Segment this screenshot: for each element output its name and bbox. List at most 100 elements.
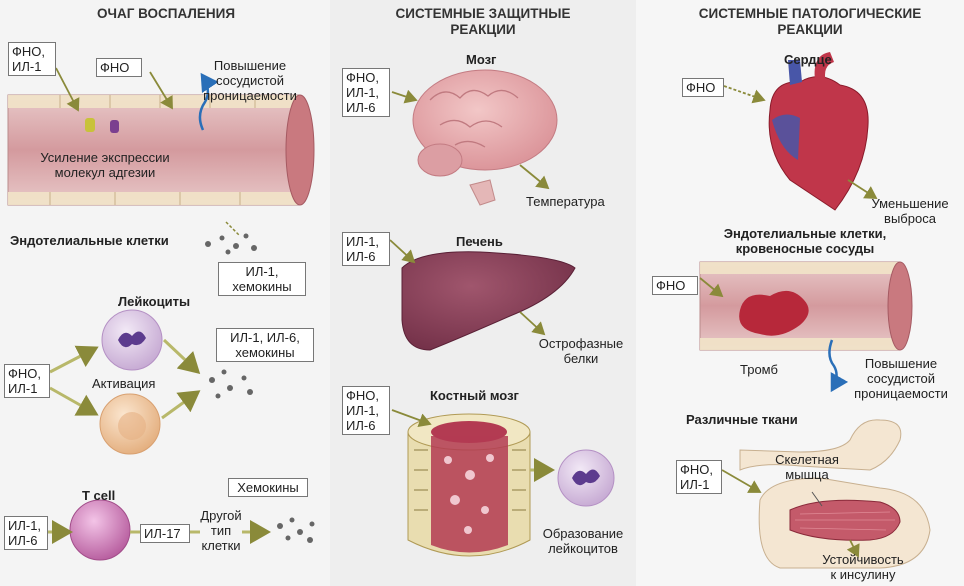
brain-arrow-out	[519, 164, 550, 190]
left-permeability-label: Повышение сосудистой проницаемости	[186, 58, 314, 103]
right-column-title: СИСТЕМНЫЕ ПАТОЛОГИЧЕСКИЕ РЕАКЦИИ	[680, 6, 940, 38]
skeletal-muscle-label: Скелетная мышца	[762, 452, 852, 482]
activation-label: Активация	[92, 376, 156, 391]
brain-illustration	[412, 69, 558, 206]
muscle-arrow-in	[721, 469, 762, 493]
temperature-label: Температура	[526, 194, 605, 209]
muscle-cytokine-box: ФНО, ИЛ-1	[676, 460, 722, 494]
insulin-arrow	[846, 539, 860, 558]
endothelial-vessels-label: Эндотелиальные клетки, кровеносные сосуд…	[690, 226, 920, 256]
other-cells-line2: тип	[210, 523, 232, 538]
brain-box-line1: ФНО,	[346, 70, 379, 85]
endo-line1: Эндотелиальные клетки,	[723, 226, 887, 241]
leuk-arrow-1	[49, 345, 99, 374]
liver-illustration	[401, 251, 576, 351]
left-box3-line2: хемокины	[232, 279, 292, 294]
left-secreted-dots	[205, 233, 257, 255]
heart-label: Сердце	[784, 52, 832, 67]
right-title-line1: СИСТЕМНЫЕ ПАТОЛОГИЧЕСКИЕ	[698, 6, 922, 21]
adhesion-label: Усиление экспрессии молекул адгезии	[30, 150, 180, 180]
marrow-arrow-in	[391, 409, 432, 428]
left-box5-line1: ФНО,	[8, 366, 41, 381]
left-box3-line1: ИЛ-1,	[245, 264, 279, 279]
output-line1: Уменьшение	[871, 196, 949, 211]
left-perm-line3: проницаемости	[203, 88, 297, 103]
right-vessel	[699, 261, 913, 351]
middle-title-line2: РЕАКЦИИ	[450, 22, 516, 37]
leuk-arrow-4	[161, 390, 201, 420]
middle-column-title: СИСТЕМНЫЕ ЗАЩИТНЫЕ РЕАКЦИИ	[370, 6, 596, 38]
muscle-box-line2: ИЛ-1	[680, 477, 710, 492]
adhesion-line1: Усиление экспрессии	[40, 150, 170, 165]
left-vessel	[7, 94, 315, 206]
left-box5-line2: ИЛ-1	[8, 381, 38, 396]
marrow-box-line2: ИЛ-1,	[346, 403, 380, 418]
middle-title-line1: СИСТЕМНЫЕ ЗАЩИТНЫЕ	[395, 6, 571, 21]
thrombus	[739, 290, 809, 336]
insulin-line1: Устойчивость	[822, 552, 904, 567]
tissues-label: Различные ткани	[686, 412, 798, 427]
liver-cytokine-box: ИЛ-1, ИЛ-6	[342, 232, 390, 266]
left-cytokine-box-2: ФНО	[96, 58, 142, 77]
marrow-cytokine-box: ФНО, ИЛ-1, ИЛ-6	[342, 386, 390, 435]
marrow-illustration	[407, 413, 531, 557]
left-perm-line2: сосудистой	[215, 73, 285, 88]
right-title-line2: РЕАКЦИИ	[777, 22, 843, 37]
liver-box-line2: ИЛ-6	[346, 249, 376, 264]
acute-line2: белки	[563, 351, 599, 366]
liver-label: Печень	[456, 234, 503, 249]
brain-cytokine-box: ФНО, ИЛ-1, ИЛ-6	[342, 68, 390, 117]
vessel-cytokine-box: ФНО	[652, 276, 698, 295]
left-perm-line1: Повышение	[213, 58, 287, 73]
marrow-box-line3: ИЛ-6	[346, 418, 376, 433]
left-box7-line1: ИЛ-1,	[8, 518, 42, 533]
brain-label: Мозг	[466, 52, 497, 67]
leukoform-line1: Образование	[542, 526, 624, 541]
muscle-line2: мышца	[785, 467, 829, 482]
left-cytokine-box-1: ФНО, ИЛ-1	[8, 42, 56, 76]
left-cytokine-box-5: ФНО, ИЛ-1	[4, 364, 50, 398]
left-chemokines-box: Хемокины	[228, 478, 308, 497]
leuk-arrow-2	[49, 386, 99, 416]
left-dashed-1	[225, 221, 241, 237]
thrombus-label: Тромб	[740, 362, 778, 377]
brain-box-line3: ИЛ-6	[346, 100, 376, 115]
right-perm-line1: Повышение	[864, 356, 938, 371]
left-column-title: ОЧАГ ВОСПАЛЕНИЯ	[96, 6, 236, 21]
left-box1-line1: ФНО,	[12, 44, 45, 59]
leuk-secreted-dots	[209, 369, 253, 399]
adhesion-line2: молекул адгезии	[54, 165, 156, 180]
right-permeability-label: Повышение сосудистой проницаемости	[846, 356, 956, 401]
leukocyte-formation-label: Образование лейкоцитов	[530, 526, 636, 556]
insulin-resistance-label: Устойчивость к инсулину	[808, 552, 918, 582]
arm-illustration	[739, 419, 931, 569]
other-cells-label: Другой тип клетки	[196, 508, 246, 553]
heart-arrow-in	[723, 85, 766, 104]
brain-arrow-in	[391, 89, 418, 104]
left-arrow-2	[149, 71, 173, 110]
heart-arrow-out	[847, 179, 878, 199]
other-cells-line3: клетки	[201, 538, 241, 553]
endo-line2: кровеносные сосуды	[735, 241, 875, 256]
left-permeability-arrow	[198, 72, 219, 131]
liver-arrow-out	[519, 311, 546, 336]
right-permeability-arrow	[828, 339, 849, 393]
right-perm-line2: сосудистой	[866, 371, 936, 386]
insulin-line2: к инсулину	[830, 567, 896, 582]
acute-line1: Острофазные	[538, 336, 624, 351]
heart-cytokine-box: ФНО	[682, 78, 724, 97]
endothelial-label: Эндотелиальные клетки	[10, 233, 169, 248]
il17-box: ИЛ-17	[140, 524, 190, 543]
brain-box-line2: ИЛ-1,	[346, 85, 380, 100]
t-cell	[69, 499, 131, 561]
left-box1-line2: ИЛ-1	[12, 59, 42, 74]
left-cytokine-box-3: ИЛ-1, хемокины	[218, 262, 306, 296]
left-box4-line1: ИЛ-1, ИЛ-6,	[230, 330, 300, 345]
left-arrow-1	[55, 67, 80, 112]
heart-illustration	[768, 52, 869, 211]
left-box7-line2: ИЛ-6	[8, 533, 38, 548]
vessel-arrow-in	[699, 277, 724, 298]
tcell-secreted-dots	[277, 517, 315, 543]
